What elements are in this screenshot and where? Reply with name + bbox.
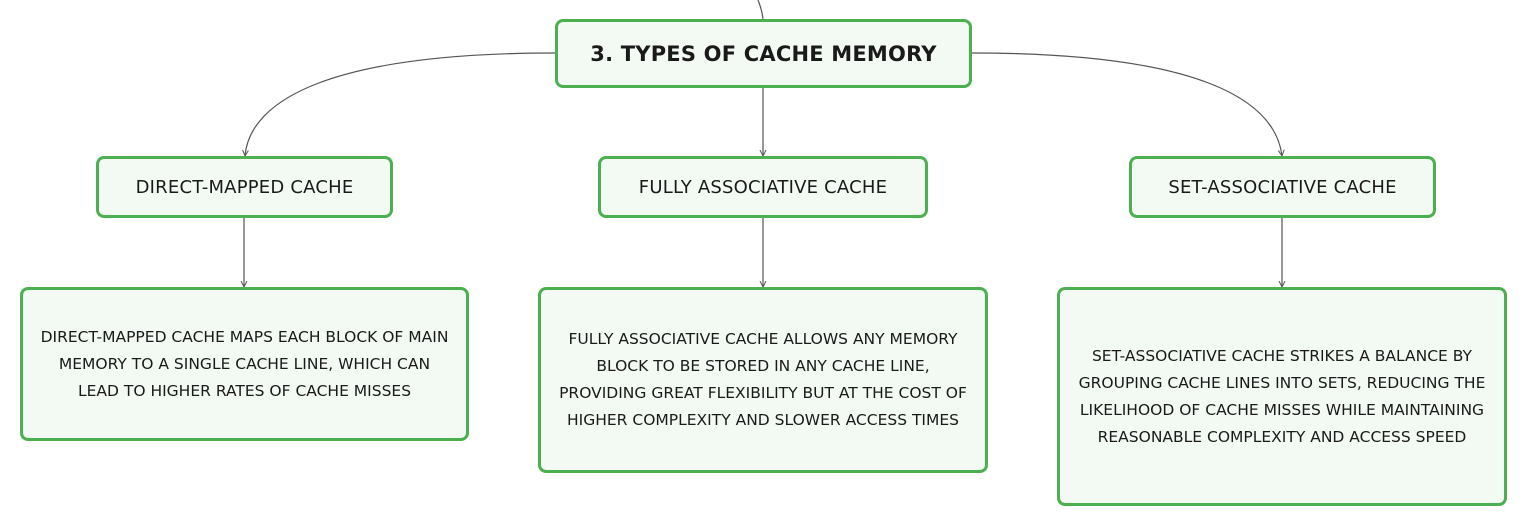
description-text: FULLY ASSOCIATIVE CACHE ALLOWS ANY MEMOR… bbox=[559, 330, 967, 429]
description-text: SET-ASSOCIATIVE CACHE STRIKES A BALANCE … bbox=[1078, 346, 1486, 446]
root-node-label: 3. TYPES OF CACHE MEMORY bbox=[590, 41, 937, 66]
branch-node-label: SET-ASSOCIATIVE CACHE bbox=[1168, 176, 1397, 198]
branch-node-label: FULLY ASSOCIATIVE CACHE bbox=[638, 176, 888, 198]
description-node-direct-mapped[interactable]: DIRECT-MAPPED CACHE MAPS EACH BLOCK OF M… bbox=[20, 287, 469, 441]
connector-root-to-direct bbox=[245, 52, 556, 156]
connector-parent-to-root bbox=[757, 0, 764, 20]
branch-node-label: DIRECT-MAPPED CACHE bbox=[135, 176, 354, 198]
connector-root-to-set bbox=[971, 52, 1282, 156]
branch-node-direct-mapped[interactable]: DIRECT-MAPPED CACHE bbox=[96, 156, 393, 218]
branch-node-set-associative[interactable]: SET-ASSOCIATIVE CACHE bbox=[1129, 156, 1436, 218]
branch-node-fully-associative[interactable]: FULLY ASSOCIATIVE CACHE bbox=[598, 156, 928, 218]
description-node-fully-associative[interactable]: FULLY ASSOCIATIVE CACHE ALLOWS ANY MEMOR… bbox=[538, 287, 988, 473]
root-node[interactable]: 3. TYPES OF CACHE MEMORY bbox=[555, 19, 972, 88]
description-text: DIRECT-MAPPED CACHE MAPS EACH BLOCK OF M… bbox=[40, 327, 449, 400]
description-node-set-associative[interactable]: SET-ASSOCIATIVE CACHE STRIKES A BALANCE … bbox=[1057, 287, 1507, 506]
